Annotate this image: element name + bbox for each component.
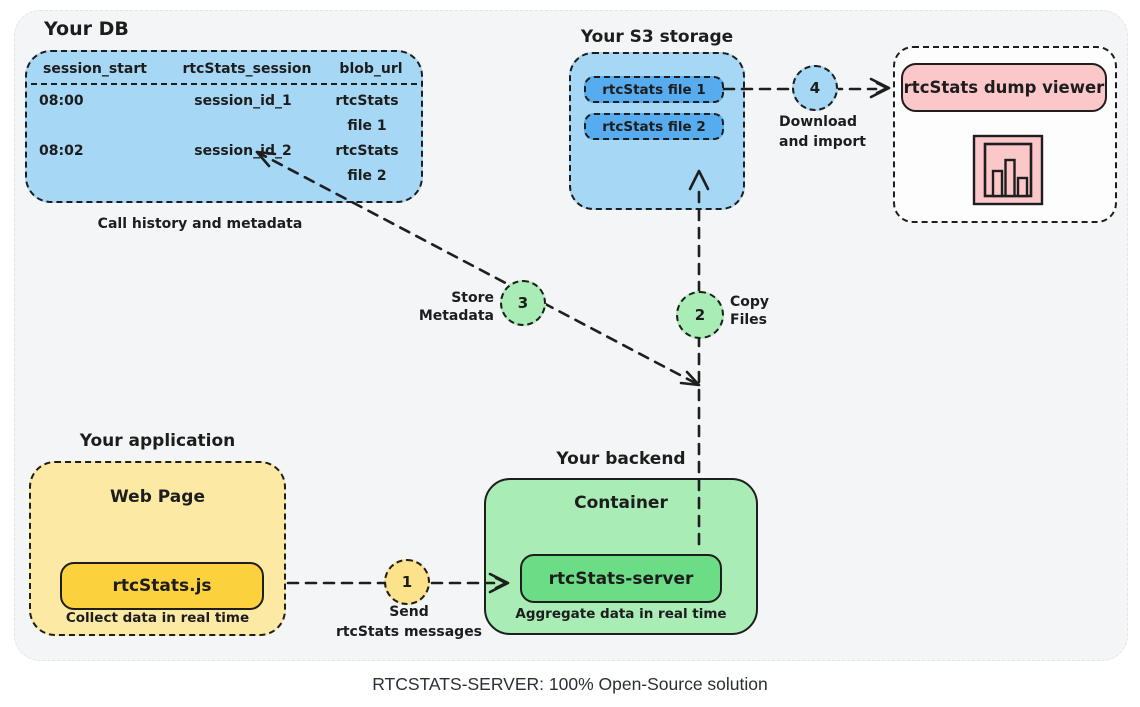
dump-viewer-label: rtcStats dump viewer [901, 63, 1107, 112]
rtcstats-js-box: rtcStats.js [60, 562, 264, 610]
step-label-copy-files: Copy Files [730, 293, 769, 329]
s3-file-item: rtcStats file 1 [584, 76, 724, 103]
backend-group-title: Your backend [556, 449, 686, 469]
dump-viewer-box: rtcStats dump viewer [893, 46, 1117, 223]
db-header-rtcstats-session: rtcStats_session [182, 61, 312, 77]
step-badge-4: 4 [792, 65, 838, 111]
step-badge-1: 1 [384, 559, 430, 605]
db-cell-session-id: session_id_2 [194, 143, 292, 159]
bar-chart-icon [972, 134, 1044, 206]
step-badge-3: 3 [500, 280, 546, 326]
db-cell-blob-url: rtcStats file 1 [335, 93, 399, 134]
step-label-line: rtcStats messages [335, 624, 483, 640]
step-label-line: Metadata [418, 308, 494, 324]
db-header-blob-url: blob_url [339, 61, 403, 77]
db-group-title: Your DB [44, 18, 129, 40]
step-label-line: Send [389, 604, 429, 620]
step-badge-2: 2 [676, 291, 724, 339]
db-header-session-start: session_start [43, 61, 147, 77]
step-label-send: Send rtcStats messages [327, 602, 491, 642]
step-label-line: Download [779, 114, 858, 130]
page-title: RTCSTATS-SERVER: 100% Open-Source soluti… [372, 674, 768, 694]
db-cell-session-start: 08:00 [39, 93, 84, 109]
rtcstats-server-box: rtcStats-server [520, 554, 722, 603]
step-label-store-metadata: Store Metadata [408, 289, 494, 325]
step-label-line: and import [779, 134, 866, 150]
db-cell-session-start: 08:02 [39, 143, 84, 159]
s3-group-title: Your S3 storage [580, 27, 734, 47]
s3-storage-box: rtcStats file 1 rtcStats file 2 [569, 52, 745, 210]
step-label-download-import: Download and import [779, 112, 866, 152]
db-caption: Call history and metadata [97, 216, 303, 232]
container-label: Container [574, 493, 668, 513]
db-cell-session-id: session_id_1 [194, 93, 292, 109]
db-table-row: 08:02 session_id_2 rtcStats file 2 [27, 139, 421, 189]
web-page-label: Web Page [110, 487, 205, 507]
web-page-box: Web Page rtcStats.js Collect data in rea… [29, 461, 286, 636]
step-label-line: Files [730, 312, 767, 328]
step-label-line: Copy [730, 294, 770, 310]
db-cell-blob-url: rtcStats file 2 [335, 143, 399, 184]
db-table: session_start rtcStats_session blob_url … [25, 50, 423, 203]
backend-caption: Aggregate data in real time [515, 606, 727, 622]
container-box: Container rtcStats-server Aggregate data… [484, 478, 758, 635]
application-caption: Collect data in real time [65, 610, 250, 626]
s3-file-item: rtcStats file 2 [584, 113, 724, 140]
db-table-row: 08:00 session_id_1 rtcStats file 1 [27, 89, 421, 139]
application-group-title: Your application [79, 431, 236, 451]
db-table-header-row: session_start rtcStats_session blob_url [31, 52, 417, 85]
step-label-line: Store [451, 290, 494, 306]
